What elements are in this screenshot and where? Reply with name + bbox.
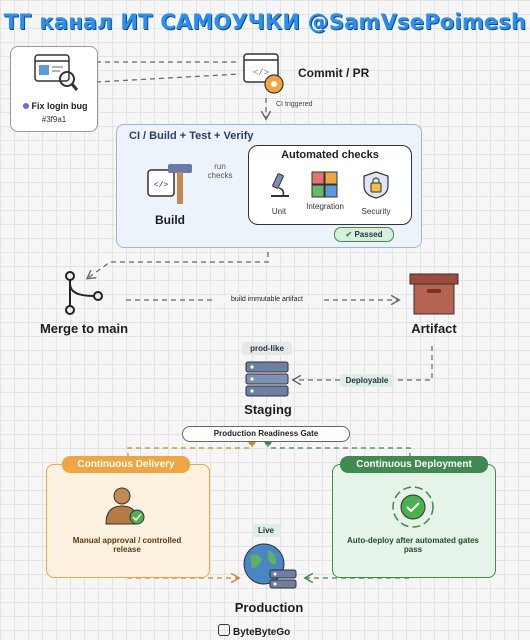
ci-title: CI / Build + Test + Verify <box>129 130 254 142</box>
footer-text: ByteByteGo <box>233 627 291 638</box>
microscope-icon <box>271 173 289 197</box>
artifact-box-icon <box>409 273 459 315</box>
artifact-label: Artifact <box>411 321 457 336</box>
bug-title-text: Fix login bug <box>31 101 88 111</box>
check-icon: ✔ <box>345 230 353 239</box>
artifact-link-label: build immutable artifact <box>214 296 320 303</box>
prod-like-tag: prod-like <box>242 342 292 355</box>
globe-server-icon <box>243 543 297 589</box>
cdep-description: Auto-deploy after automated gates pass <box>346 536 479 554</box>
puzzle-icon <box>311 171 338 198</box>
bullet-dot <box>22 103 29 109</box>
check-security-label: Security <box>361 207 391 216</box>
cd-title-text: Continuous Delivery <box>77 459 175 470</box>
check-unit-label: Unit <box>271 207 287 216</box>
check-integration-label: Integration <box>306 202 344 211</box>
cd-description: Manual approval / controlled release <box>72 536 182 554</box>
git-merge-icon <box>65 271 103 315</box>
checks-title: Automated checks <box>281 149 379 161</box>
bug-title: Fix login bug <box>15 101 95 111</box>
user-approval-icon <box>105 487 145 525</box>
security-lock-icon <box>363 171 389 199</box>
brand-logo-icon <box>218 624 230 636</box>
hammer-build-icon: </> <box>147 164 192 204</box>
live-tag: Live <box>252 524 280 537</box>
continuous-delivery-title: Continuous Delivery <box>62 456 190 473</box>
production-label: Production <box>234 600 304 615</box>
svg-text:</>: </> <box>253 68 269 78</box>
run-checks-label: run checks <box>207 162 233 180</box>
debug-window-icon <box>34 54 79 91</box>
commit-label: Commit / PR <box>298 66 370 80</box>
continuous-deployment-title: Continuous Deployment <box>340 456 488 473</box>
bug-card[interactable]: Fix login bug #3f9a1 <box>10 46 98 132</box>
readiness-gate-label: Production Readiness Gate <box>182 426 350 442</box>
ci-triggered-label: CI triggered <box>276 101 313 108</box>
gate-text: Production Readiness Gate <box>213 429 319 438</box>
build-label: Build <box>155 213 185 227</box>
server-stack-icon <box>245 361 289 397</box>
svg-text:</>: </> <box>154 181 169 190</box>
footer-brand: ByteByteGo <box>218 624 290 638</box>
merge-label: Merge to main <box>39 321 129 336</box>
staging-label: Staging <box>244 402 292 417</box>
passed-badge: ✔ Passed <box>334 227 394 242</box>
commit-hash: #3f9a1 <box>41 115 67 124</box>
cdep-title-text: Continuous Deployment <box>356 459 472 470</box>
continuous-deployment-card <box>332 464 496 578</box>
channel-banner: ТГ канал ИТ САМОУЧКИ @SamVsePoimesh <box>3 10 527 34</box>
auto-deploy-gear-icon <box>392 486 434 528</box>
passed-text: Passed <box>354 230 383 239</box>
deployable-tag: Deployable <box>340 374 394 387</box>
code-gear-icon: </> <box>243 53 284 94</box>
